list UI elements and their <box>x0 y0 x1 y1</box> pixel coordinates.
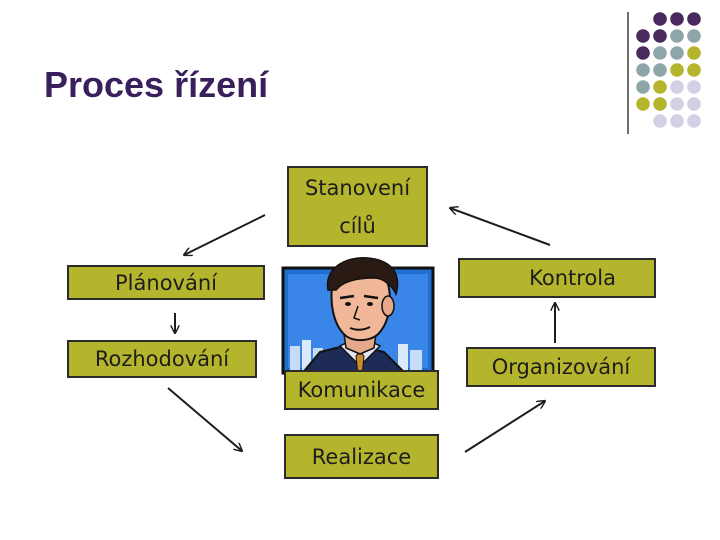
decorative-dot <box>687 80 701 94</box>
decorative-dot-grid <box>636 12 701 128</box>
decorative-dot <box>687 63 701 77</box>
decorative-dot <box>670 12 684 26</box>
box-kontrola: Kontrola <box>458 258 656 298</box>
decorative-dot <box>653 46 667 60</box>
decorative-dot <box>653 12 667 26</box>
decorative-dot <box>636 46 650 60</box>
decorative-dot <box>653 80 667 94</box>
box-realizace: Realizace <box>284 434 439 479</box>
decorative-dot <box>670 63 684 77</box>
decorative-dot <box>636 29 650 43</box>
decorative-dot <box>653 97 667 111</box>
decorative-dot <box>670 29 684 43</box>
decorative-dot <box>687 29 701 43</box>
decorative-dot <box>687 46 701 60</box>
decorative-dot <box>687 12 701 26</box>
businessman-portrait-icon <box>281 257 435 376</box>
box-stanoveni-line1: Stanovení <box>304 175 411 200</box>
decorative-dot <box>636 63 650 77</box>
decorative-dot <box>687 97 701 111</box>
box-stanoveni-line2: cílů <box>339 213 376 238</box>
decorative-dot <box>687 114 701 128</box>
decorative-dot <box>670 114 684 128</box>
decorative-dot <box>653 29 667 43</box>
decorative-dot <box>653 63 667 77</box>
slide-title: Proces řízení <box>44 64 269 105</box>
box-planovani: Plánování <box>67 265 265 300</box>
decorative-dot <box>670 80 684 94</box>
box-komunikace: Komunikace <box>284 370 439 410</box>
decorative-dot <box>653 114 667 128</box>
decorative-dot <box>636 97 650 111</box>
arrow-icon <box>450 208 551 246</box>
box-rozhodovani: Rozhodování <box>67 340 257 378</box>
arrow-icon <box>167 387 242 451</box>
decorative-dot <box>670 46 684 60</box>
box-stanoveni-cilu: Stanovení cílů <box>287 166 428 247</box>
decorative-dot <box>670 97 684 111</box>
arrow-icon <box>464 401 545 453</box>
box-organizovani: Organizování <box>466 347 656 387</box>
vertical-divider <box>627 12 629 134</box>
arrow-icon <box>184 214 266 255</box>
decorative-dot <box>636 80 650 94</box>
